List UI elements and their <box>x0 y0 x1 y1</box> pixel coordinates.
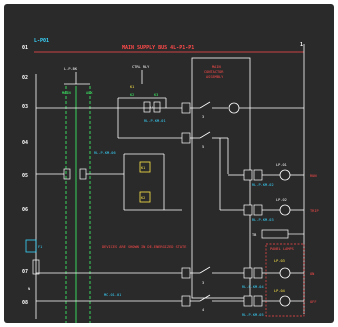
left-breaker: L-P-BK MAIN AUX <box>62 67 93 95</box>
fuse-icon <box>25 239 37 253</box>
main-box-title-2: CONTACTOR <box>204 70 224 74</box>
cyan-label-5: RL-P-KM-05 <box>242 313 264 317</box>
terminal-label: TB <box>252 233 256 237</box>
left-contact-aux: AUX <box>86 91 93 95</box>
corner-label: L-P01 <box>34 38 49 44</box>
svg-text:3: 3 <box>202 115 204 119</box>
cyan-label-3: RL-P-KM-03 <box>252 218 274 222</box>
svg-text:4: 4 <box>202 308 204 312</box>
row-label-6: 06 <box>22 207 28 213</box>
bottom-note: DEVICES ARE SHOWN IN DE-ENERGIZED STATE <box>102 245 186 249</box>
bottom-box-label: PANEL LAMPS <box>270 247 294 251</box>
lamp-icon <box>279 204 291 216</box>
svg-text:3: 3 <box>202 281 204 285</box>
cyan-label-4: RL-P-KM-04 <box>242 285 264 289</box>
main-box-title-1: MAIN <box>212 65 221 69</box>
relay-contact-k1: K1 <box>130 85 134 89</box>
relay-coil-icon <box>139 191 151 203</box>
wiring-schematic: 01 02 03 04 05 06 07 08 L-P01 MAIN SUPPL… <box>22 38 319 323</box>
relay-coil-icon <box>139 161 151 173</box>
row-label-8: 08 <box>22 300 28 306</box>
fuse-label: F1 <box>38 245 42 249</box>
lamp-label-1: LP-01 <box>276 163 287 167</box>
header-number: 1 <box>300 42 303 48</box>
yellow-coil-2: K2 <box>141 196 145 200</box>
cyan-label-1: RL-P-KM-01 <box>144 119 166 123</box>
lamp-label-3: LP-03 <box>274 259 285 263</box>
status-off: OFF <box>310 300 317 304</box>
row-label-1: 01 <box>22 45 28 51</box>
lamp-icon <box>279 295 291 307</box>
right-lamp-circuits: LP-01 RUN RL-P-KM-02 LP-02 TRIP RL-P-KM-… <box>220 163 319 317</box>
relay-contact-k2: K2 <box>130 93 134 97</box>
left-bottom-devices: F1 N MC-01-01 <box>25 239 182 302</box>
left-breaker-label: L-P-BK <box>64 67 78 71</box>
left-rails <box>35 74 91 323</box>
status-trip: TRIP <box>310 209 319 213</box>
row-label-2: 02 <box>22 75 28 81</box>
status-run: RUN <box>310 174 317 178</box>
relay-group: CTRL RLY K1 K2 K3 RL-P-KM-01 <box>117 65 182 139</box>
row-label-7: 07 <box>22 269 28 275</box>
lamp-icon <box>279 267 291 279</box>
left-contact-main: MAIN <box>62 91 71 95</box>
row-label-4: 04 <box>22 140 28 146</box>
ground-label: N <box>28 287 30 291</box>
bottom-wire-label: MC-01-01 <box>104 293 121 297</box>
lamp-label-4: LP-04 <box>274 289 285 293</box>
row-5-6-circuits: RL-P-KM-06 K1 K2 <box>36 151 182 211</box>
cyan-label-2: RL-P-KM-02 <box>252 183 274 187</box>
status-on: ON <box>310 272 314 276</box>
terminal-column-1 <box>181 102 191 307</box>
lamp-label-2: LP-02 <box>276 198 287 202</box>
schematic-frame: 01 02 03 04 05 06 07 08 L-P01 MAIN SUPPL… <box>4 4 334 323</box>
relay-contact-k3: K3 <box>154 93 158 97</box>
yellow-coil-1: K1 <box>141 166 145 170</box>
svg-text:5: 5 <box>202 145 204 149</box>
main-box-title-3: ASSEMBLY <box>206 75 224 79</box>
lamp-icon <box>279 169 291 181</box>
row-3-circuit <box>36 97 182 109</box>
row-label-3: 03 <box>22 104 28 110</box>
relay-label: CTRL RLY <box>132 65 150 69</box>
row-label-5: 05 <box>22 173 28 179</box>
cyan-label-6: RL-P-KM-06 <box>94 151 116 155</box>
header-title: MAIN SUPPLY BUS 4L-P1-P1 <box>122 45 194 51</box>
